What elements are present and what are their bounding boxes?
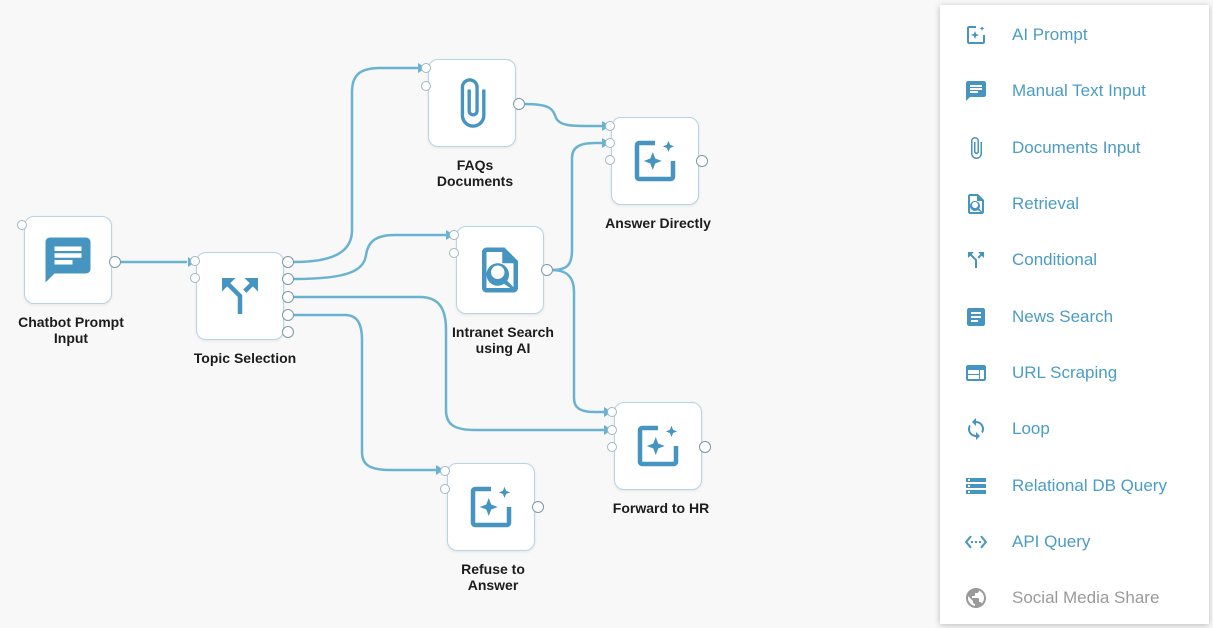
workflow-canvas[interactable]: Chatbot Prompt Input Topic Selection FAQ… (0, 0, 930, 628)
output-port[interactable] (699, 441, 711, 453)
palette-item-retrieval[interactable]: Retrieval (940, 176, 1209, 232)
input-port[interactable] (190, 273, 200, 283)
palette-item-label: API Query (1012, 531, 1091, 551)
node-refuse-to-answer[interactable] (447, 463, 535, 551)
palette-item-conditional[interactable]: Conditional (940, 232, 1209, 288)
output-port-1[interactable] (282, 256, 294, 268)
doc-search-icon (940, 192, 1012, 216)
edge-topic-to-intranet (292, 233, 448, 281)
fork-icon (940, 248, 1012, 272)
database-icon (940, 474, 1012, 498)
node-label-topic: Topic Selection (193, 350, 297, 366)
palette-item-api-query[interactable]: API Query (940, 514, 1209, 570)
output-port[interactable] (532, 501, 544, 513)
input-port[interactable] (421, 63, 431, 73)
palette-item-label: URL Scraping (1012, 362, 1118, 382)
edge-intranet-to-answer (550, 141, 604, 272)
input-port[interactable] (440, 466, 450, 476)
palette-item-news-search[interactable]: News Search (940, 288, 1209, 344)
doc-search-icon (482, 247, 518, 293)
palette-item-label: AI Prompt (1012, 25, 1088, 45)
paperclip-icon (940, 136, 1012, 160)
node-label-chatbot: Chatbot Prompt Input (18, 314, 124, 346)
edge-topic-to-hr (292, 295, 606, 432)
chat-icon (940, 79, 1012, 103)
palette-item-label: Loop (1012, 419, 1050, 439)
output-port-5[interactable] (282, 326, 294, 338)
input-port[interactable] (605, 155, 615, 165)
node-label-faqs: FAQs Documents (436, 157, 514, 189)
node-label-refuse: Refuse to Answer (461, 561, 525, 593)
node-label-hr: Forward to HR (612, 500, 710, 516)
ai-sparkle-icon (940, 23, 1012, 47)
ai-sparkle-icon (634, 140, 676, 182)
paperclip-icon (460, 78, 486, 128)
palette-item-label: Manual Text Input (1012, 81, 1146, 101)
input-port[interactable] (449, 230, 459, 240)
loop-icon (940, 417, 1012, 441)
palette-item-loop[interactable]: Loop (940, 401, 1209, 457)
node-answer-directly[interactable] (611, 117, 699, 205)
input-port[interactable] (440, 484, 450, 494)
palette-item-documents-input[interactable]: Documents Input (940, 120, 1209, 176)
palette-item-label: Conditional (1012, 250, 1098, 270)
node-forward-to-hr[interactable] (614, 402, 702, 490)
node-faqs-documents[interactable] (428, 59, 516, 147)
palette-item-label: News Search (1012, 306, 1114, 326)
palette-item-relational-db-query[interactable]: Relational DB Query (940, 457, 1209, 513)
palette-item-label: Social Media Share (1012, 588, 1160, 608)
node-palette: AI Prompt Manual Text Input Documents In… (940, 5, 1209, 624)
node-intranet-search[interactable] (456, 226, 544, 314)
palette-item-ai-prompt[interactable]: AI Prompt (940, 7, 1209, 63)
output-port[interactable] (696, 155, 708, 167)
node-label-intranet: Intranet Search using AI (452, 324, 554, 356)
palette-item-social-media-share[interactable]: Social Media Share (940, 570, 1209, 626)
api-icon (940, 530, 1012, 554)
palette-item-label: Documents Input (1012, 137, 1141, 157)
input-port[interactable] (17, 220, 27, 230)
web-icon (940, 361, 1012, 385)
output-port[interactable] (541, 264, 553, 276)
output-port[interactable] (109, 256, 121, 268)
fork-icon (222, 278, 258, 314)
output-port[interactable] (513, 98, 525, 110)
input-port[interactable] (607, 425, 617, 435)
globe-icon (940, 586, 1012, 610)
ai-sparkle-icon (470, 486, 512, 528)
palette-item-manual-text-input[interactable]: Manual Text Input (940, 63, 1209, 119)
input-port[interactable] (605, 121, 615, 131)
output-port-3[interactable] (282, 291, 294, 303)
input-port[interactable] (190, 256, 200, 266)
input-port[interactable] (607, 442, 617, 452)
input-port[interactable] (421, 81, 431, 91)
edge-faqs-to-answer (523, 102, 604, 128)
output-port-2[interactable] (282, 273, 294, 285)
chat-icon (45, 237, 91, 283)
palette-item-label: Retrieval (1012, 194, 1080, 214)
palette-item-url-scraping[interactable]: URL Scraping (940, 345, 1209, 401)
ai-sparkle-icon (637, 425, 679, 467)
input-port[interactable] (449, 248, 459, 258)
output-port-4[interactable] (282, 309, 294, 321)
node-label-answer: Answer Directly (605, 215, 711, 231)
node-topic-selection[interactable] (196, 252, 284, 340)
input-port[interactable] (607, 407, 617, 417)
article-icon (940, 305, 1012, 329)
input-port[interactable] (605, 138, 615, 148)
palette-item-label: Relational DB Query (1012, 475, 1167, 495)
edge-topic-to-refuse (292, 313, 438, 472)
node-chatbot-prompt-input[interactable] (24, 216, 112, 304)
